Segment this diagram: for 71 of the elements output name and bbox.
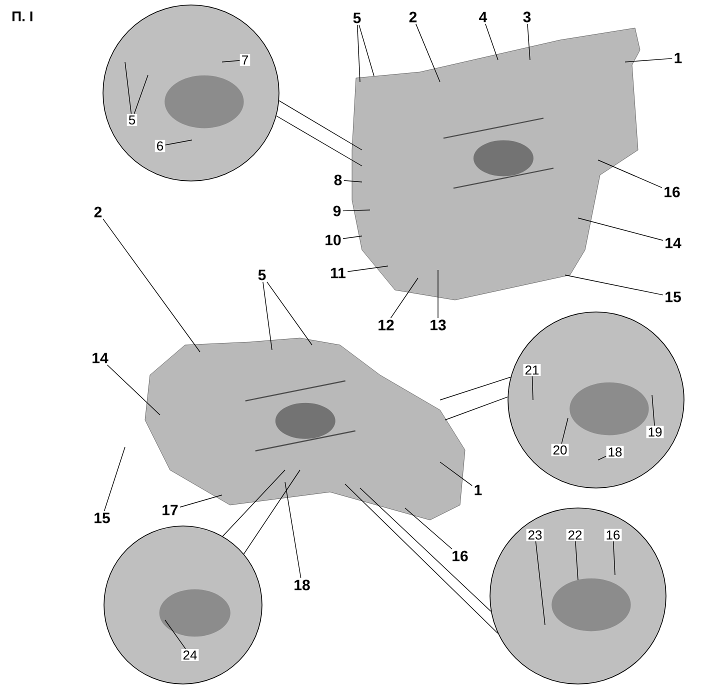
leader-line — [106, 364, 160, 416]
callout-number: 16 — [452, 550, 468, 562]
connector-line — [278, 100, 362, 150]
callout-number: 1 — [474, 484, 482, 496]
leader-line — [124, 62, 132, 114]
connector-line — [360, 488, 492, 612]
connector-line — [222, 470, 286, 537]
heater-unit-drawing — [144, 338, 466, 520]
leader-line — [180, 494, 222, 508]
callout-number: 17 — [162, 504, 178, 516]
magnified-inset — [508, 312, 684, 488]
leader-line — [164, 140, 192, 146]
leader-line — [222, 60, 240, 62]
leader-line — [358, 24, 374, 76]
callout-number: 15 — [94, 512, 110, 524]
leader-line — [404, 508, 452, 550]
callout-number: 14 — [666, 238, 682, 248]
leader-line — [342, 236, 362, 239]
leader-line — [416, 24, 440, 82]
connector-line — [243, 470, 300, 554]
leader-line — [284, 482, 302, 578]
callout-number: 13 — [430, 320, 446, 330]
leader-line — [266, 282, 312, 346]
leader-line — [598, 160, 662, 188]
leader-line — [134, 74, 148, 114]
connector-line — [276, 116, 362, 166]
callout-number: 16 — [664, 186, 680, 198]
leader-line — [485, 24, 498, 60]
callout-number: 12 — [378, 320, 394, 330]
leader-line — [347, 266, 388, 272]
callout-number: 2 — [409, 12, 417, 22]
connector-line — [440, 376, 511, 400]
callout-number: 15 — [666, 292, 681, 302]
leader-line — [344, 180, 362, 182]
leader-line — [561, 418, 568, 444]
leader-line — [624, 58, 672, 62]
heater-unit-drawing — [352, 28, 640, 300]
leader-line — [164, 620, 186, 650]
leader-line — [104, 446, 126, 512]
leader-line — [532, 376, 534, 400]
callout-number: 9 — [333, 206, 341, 216]
leader-line — [535, 540, 546, 626]
figure-title: П. I — [12, 12, 32, 22]
callout-number: 10 — [326, 234, 341, 246]
leader-line — [102, 218, 200, 352]
leader-line — [390, 278, 418, 318]
callout-number: 5 — [353, 12, 361, 24]
leader-line — [575, 540, 578, 580]
callout-number: 2 — [94, 206, 102, 218]
callout-number: 7 — [240, 54, 250, 66]
leader-line — [356, 24, 360, 82]
callout-number: 11 — [331, 268, 346, 278]
callout-number: 3 — [523, 12, 531, 22]
callout-number: 18 — [294, 580, 310, 590]
leader-line — [262, 282, 272, 350]
callout-number: 4 — [479, 12, 488, 22]
leader-line — [652, 394, 655, 426]
magnified-inset — [104, 526, 262, 684]
connector-line — [344, 484, 498, 634]
leader-line — [564, 274, 664, 296]
magnified-inset — [490, 508, 666, 684]
leader-line — [598, 456, 606, 460]
callout-number: 5 — [258, 270, 266, 280]
callout-number: 8 — [334, 174, 342, 186]
leader-line — [612, 540, 616, 576]
leader-line — [527, 24, 530, 60]
connector-line — [444, 396, 508, 420]
leader-line — [578, 218, 664, 241]
magnified-inset — [102, 4, 280, 182]
callout-number: 14 — [92, 352, 108, 364]
callout-number: 1 — [674, 52, 682, 64]
